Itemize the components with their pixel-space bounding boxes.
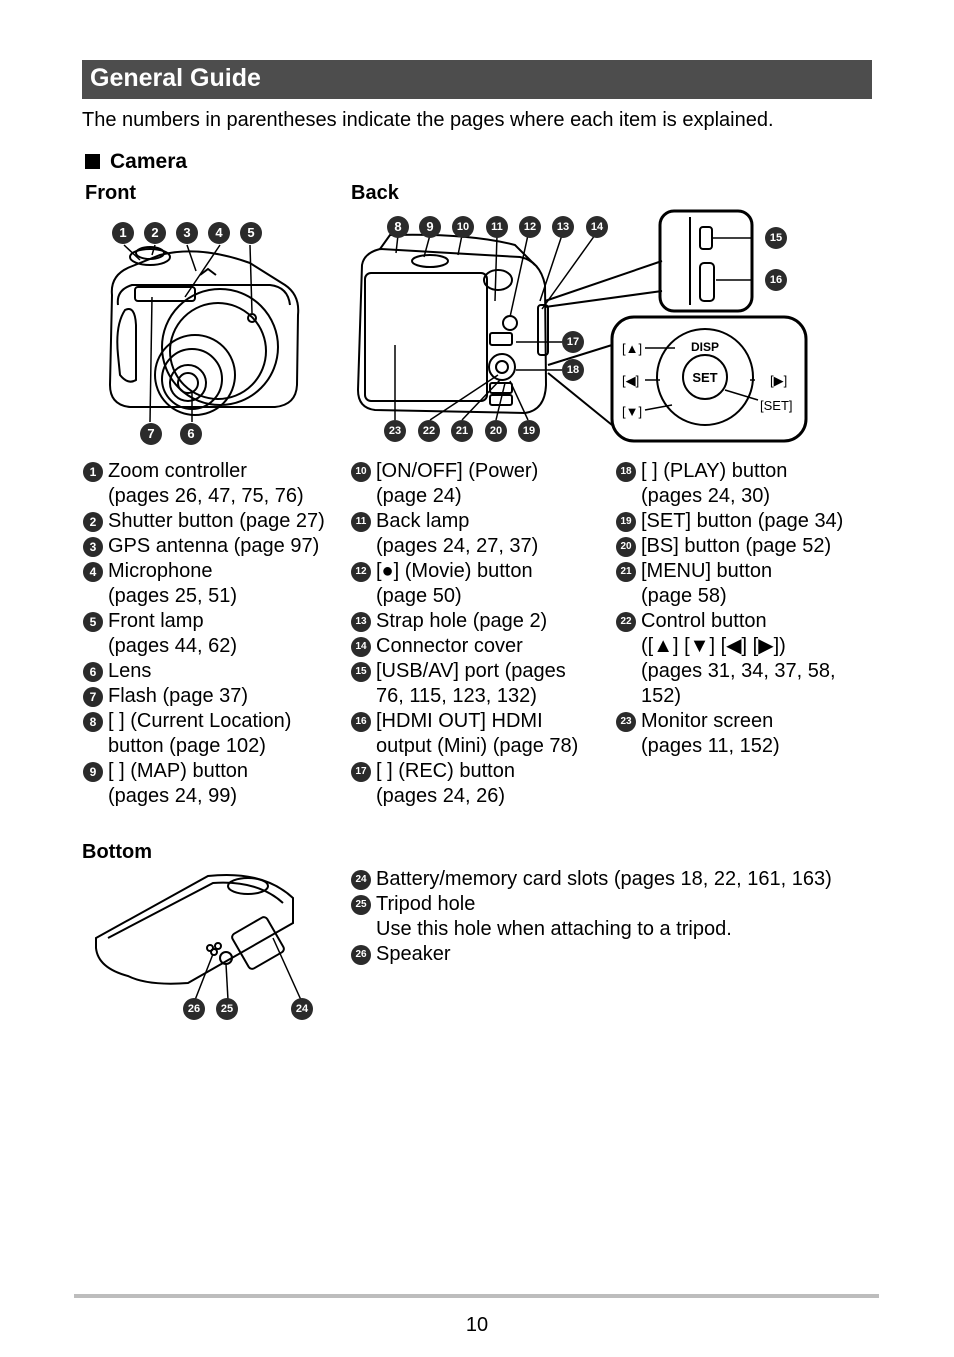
list-item: 19[SET] button (page 34) [616, 509, 866, 534]
list-item: 8[ ] (Current Location)button (page 102) [83, 709, 343, 759]
back-marker-8: 8 [387, 216, 409, 238]
back-marker-21: 21 [451, 420, 473, 442]
back-marker-13: 13 [552, 216, 574, 238]
front-subheading: Front [85, 182, 137, 204]
parts-list-column-3: 18[ ] (PLAY) button(pages 24, 30) 19[SET… [616, 459, 866, 759]
front-marker-1: 1 [112, 222, 134, 244]
set-button-label: [SET] [760, 398, 793, 413]
front-marker-7: 7 [140, 423, 162, 445]
back-marker-20: 20 [485, 420, 507, 442]
up-label: [▲] [622, 341, 642, 356]
bottom-camera-illustration [95, 873, 302, 1001]
camera-heading: Camera [85, 150, 187, 174]
back-marker-18: 18 [562, 359, 584, 381]
back-marker-22: 22 [418, 420, 440, 442]
front-marker-2: 2 [144, 222, 166, 244]
disp-label: DISP [691, 340, 719, 354]
intro-text: The numbers in parentheses indicate the … [82, 109, 774, 131]
list-item: 10[ON/OFF] (Power)(page 24) [351, 459, 611, 509]
square-bullet-icon [85, 154, 100, 169]
section-header-bar: General Guide [82, 60, 872, 99]
list-item: 18[ ] (PLAY) button(pages 24, 30) [616, 459, 866, 509]
list-item: 21[MENU] button(page 58) [616, 559, 866, 609]
back-marker-17: 17 [562, 331, 584, 353]
left-label: [◀] [622, 373, 639, 388]
list-item: 17[ ] (REC) button(pages 24, 26) [351, 759, 611, 809]
back-camera-illustration: DISP SET [▲] [◀] [▼] [▶] [SET] [356, 209, 808, 443]
list-item: 9[ ] (MAP) button(pages 24, 99) [83, 759, 343, 809]
list-item: 12[●] (Movie) button(page 50) [351, 559, 611, 609]
down-label: [▼] [622, 404, 642, 419]
footer-rule [74, 1294, 879, 1298]
back-subheading: Back [351, 182, 399, 204]
back-marker-23: 23 [384, 420, 406, 442]
bottom-subheading: Bottom [82, 841, 152, 863]
bottom-marker-26: 26 [183, 998, 205, 1020]
back-marker-16: 16 [765, 269, 787, 291]
bottom-marker-25: 25 [216, 998, 238, 1020]
front-camera-illustration [108, 244, 300, 423]
bottom-marker-24: 24 [291, 998, 313, 1020]
back-marker-10: 10 [452, 216, 474, 238]
page-title: General Guide [90, 64, 261, 92]
front-marker-3: 3 [176, 222, 198, 244]
front-marker-5: 5 [240, 222, 262, 244]
back-marker-15: 15 [765, 227, 787, 249]
right-label: [▶] [770, 373, 787, 388]
front-marker-6: 6 [180, 423, 202, 445]
back-marker-14: 14 [586, 216, 608, 238]
back-marker-11: 11 [486, 216, 508, 238]
front-marker-4: 4 [208, 222, 230, 244]
list-item: 20[BS] button (page 52) [616, 534, 866, 559]
set-label: SET [692, 370, 717, 385]
back-marker-12: 12 [519, 216, 541, 238]
back-marker-9: 9 [419, 216, 441, 238]
page-number: 10 [465, 1314, 489, 1336]
back-marker-19: 19 [518, 420, 540, 442]
